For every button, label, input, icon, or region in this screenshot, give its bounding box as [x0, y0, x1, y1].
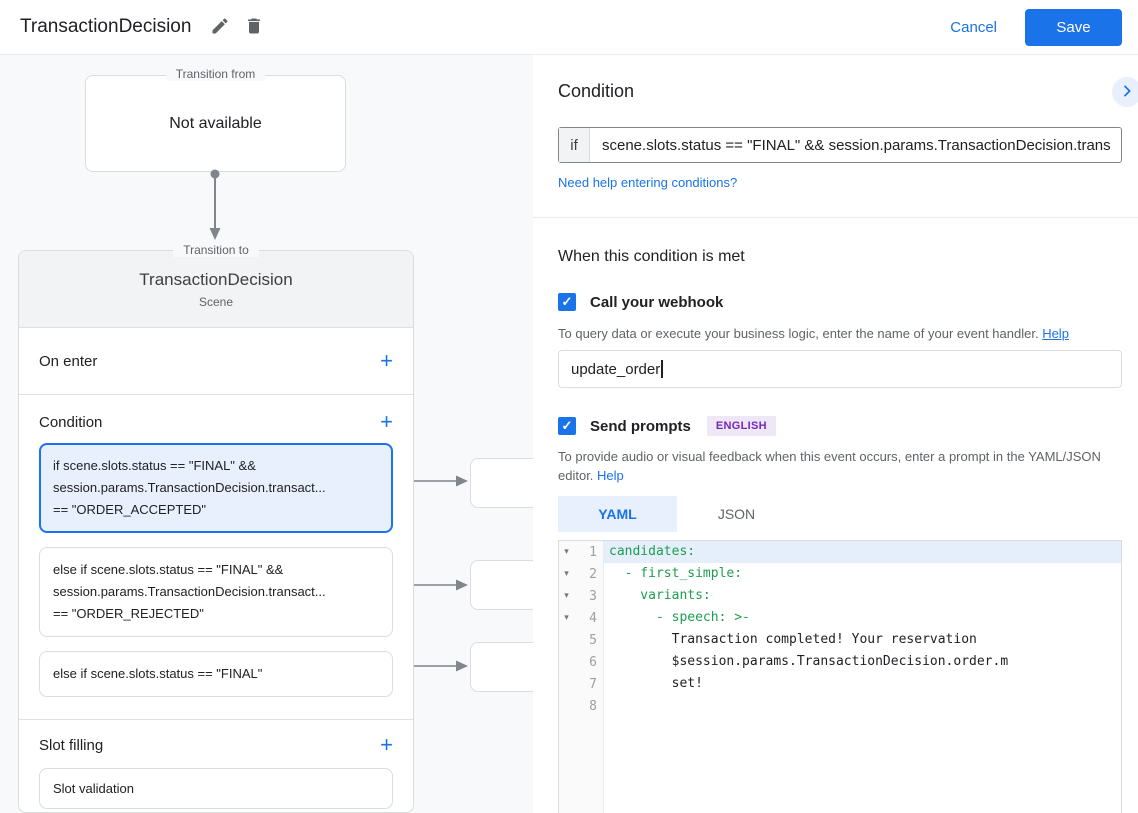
- panel-title: Condition: [558, 81, 635, 101]
- pencil-icon: [210, 16, 230, 39]
- line-number: 3: [589, 588, 597, 604]
- tab-yaml[interactable]: YAML: [558, 496, 677, 532]
- send-prompts-row: ✓ Send prompts ENGLISH: [558, 416, 776, 436]
- condition-card-rejected[interactable]: else if scene.slots.status == "FINAL" &&…: [39, 547, 393, 637]
- condition-card-line: == "ORDER_REJECTED": [53, 606, 204, 621]
- prompts-label: Send prompts: [590, 417, 691, 435]
- transition-to-box: TransactionDecision Scene On enter + Con…: [18, 250, 414, 813]
- line-number: 1: [589, 544, 597, 560]
- cancel-button[interactable]: Cancel: [950, 18, 997, 36]
- condition-card-accepted[interactable]: if scene.slots.status == "FINAL" && sess…: [39, 443, 393, 533]
- condition-card-line: session.params.TransactionDecision.trans…: [53, 584, 326, 599]
- edit-scene-button[interactable]: [203, 10, 237, 44]
- condition-card-line: == "ORDER_ACCEPTED": [53, 502, 206, 517]
- language-badge: ENGLISH: [706, 416, 776, 436]
- transition-target-box[interactable]: [470, 458, 533, 508]
- fold-icon[interactable]: ▾: [564, 569, 569, 579]
- code-line: - first_simple:: [609, 566, 743, 581]
- event-handler-input[interactable]: update_order: [558, 350, 1122, 388]
- conditions-help-link[interactable]: Need help entering conditions?: [558, 175, 738, 190]
- editor-tabs: YAML JSON: [558, 496, 796, 532]
- line-number: 7: [589, 676, 597, 692]
- line-number: 2: [589, 566, 597, 582]
- save-button[interactable]: Save: [1025, 8, 1122, 46]
- page-title: TransactionDecision: [20, 16, 192, 37]
- condition-card-final[interactable]: else if scene.slots.status == "FINAL": [39, 651, 393, 697]
- transition-target-box[interactable]: [470, 642, 533, 692]
- tab-json[interactable]: JSON: [717, 506, 756, 522]
- line-number: 6: [589, 654, 597, 670]
- prompts-checkbox[interactable]: ✓: [558, 417, 576, 435]
- editor-gutter: ▾ 1 ▾ 2 ▾ 3 ▾ 4 5 6 7 8: [559, 541, 604, 813]
- transition-from-content: Not available: [169, 114, 262, 132]
- condition-expression-row: if scene.slots.status == "FINAL" && sess…: [558, 127, 1122, 163]
- fold-icon[interactable]: ▾: [564, 613, 569, 623]
- slot-validation-card[interactable]: Slot validation: [39, 768, 393, 809]
- webhook-help-link[interactable]: Help: [1042, 326, 1069, 341]
- add-slot-button[interactable]: +: [380, 732, 393, 757]
- condition-card-line: if scene.slots.status == "FINAL" &&: [53, 458, 256, 473]
- condition-card-line: session.params.TransactionDecision.trans…: [53, 480, 326, 495]
- collapse-panel-button[interactable]: [1112, 77, 1138, 107]
- code-line: - speech: >-: [609, 610, 750, 625]
- transition-to-legend: Transition to: [18, 241, 414, 259]
- panel-divider: [533, 217, 1138, 218]
- condition-expression-input[interactable]: scene.slots.status == "FINAL" && session…: [602, 136, 1111, 154]
- trash-icon: [244, 16, 264, 39]
- scene-name: TransactionDecision: [139, 269, 293, 289]
- call-webhook-row: ✓ Call your webhook: [558, 293, 723, 311]
- when-met-title: When this condition is met: [558, 248, 745, 265]
- prompts-help-link[interactable]: Help: [597, 468, 624, 483]
- delete-scene-button[interactable]: [237, 10, 271, 44]
- condition-card-line: else if scene.slots.status == "FINAL": [53, 666, 263, 681]
- editor-code-area[interactable]: candidates: - first_simple: variants: - …: [604, 541, 1121, 813]
- add-on-enter-button[interactable]: +: [380, 348, 393, 373]
- webhook-label: Call your webhook: [590, 293, 724, 311]
- check-icon: ✓: [561, 418, 573, 433]
- fold-icon[interactable]: ▾: [564, 547, 569, 557]
- slot-filling-section: Slot filling + Slot validation: [19, 719, 413, 809]
- condition-card-line: else if scene.slots.status == "FINAL" &&: [53, 562, 284, 577]
- webhook-checkbox[interactable]: ✓: [558, 293, 576, 311]
- scene-header[interactable]: TransactionDecision Scene: [19, 251, 413, 328]
- flow-diagram-pane: Transition from Not available Tr: [0, 55, 533, 813]
- scene-type-label: Scene: [198, 294, 234, 309]
- prompts-helper-body: To provide audio or visual feedback when…: [558, 449, 1101, 483]
- code-line: [604, 695, 1121, 717]
- event-handler-value: update_order: [571, 360, 661, 378]
- webhook-helper-body: To query data or execute your business l…: [558, 326, 1043, 341]
- text-caret: [661, 360, 663, 378]
- check-icon: ✓: [561, 294, 573, 309]
- condition-section: Condition + if scene.slots.status == "FI…: [19, 395, 413, 719]
- code-line: variants:: [609, 588, 711, 603]
- prompts-helper-text: To provide audio or visual feedback when…: [558, 447, 1122, 485]
- code-line: candidates:: [604, 541, 1121, 563]
- top-bar: TransactionDecision Cancel Save: [0, 0, 1138, 55]
- on-enter-section: On enter +: [19, 328, 413, 395]
- on-enter-label: On enter: [39, 352, 98, 370]
- add-condition-button[interactable]: +: [380, 409, 393, 434]
- condition-section-label: Condition: [39, 413, 103, 431]
- flow-down-arrow: [209, 169, 221, 240]
- yaml-code-editor[interactable]: ▾ 1 ▾ 2 ▾ 3 ▾ 4 5 6 7 8 candidates: - first_…: [558, 540, 1122, 813]
- code-line: set!: [609, 676, 703, 691]
- code-line: $session.params.TransactionDecision.orde…: [609, 654, 1009, 669]
- condition-detail-panel: Condition if scene.slots.status == "FINA…: [533, 55, 1138, 813]
- code-line: Transaction completed! Your reservation: [609, 632, 977, 647]
- transition-target-box[interactable]: [470, 560, 533, 610]
- line-number: 5: [589, 632, 597, 648]
- slot-filling-label: Slot filling: [39, 736, 104, 754]
- chevron-right-icon: [1119, 83, 1135, 102]
- transition-from-box[interactable]: Transition from Not available: [85, 67, 346, 172]
- line-number: 4: [589, 610, 597, 626]
- transition-to-label: Transition to: [173, 243, 259, 257]
- webhook-helper-text: To query data or execute your business l…: [558, 324, 1122, 343]
- line-number: 8: [589, 698, 597, 714]
- if-prefix-label: if: [559, 128, 590, 162]
- transition-from-label: Transition from: [165, 67, 266, 81]
- fold-icon[interactable]: ▾: [564, 591, 569, 601]
